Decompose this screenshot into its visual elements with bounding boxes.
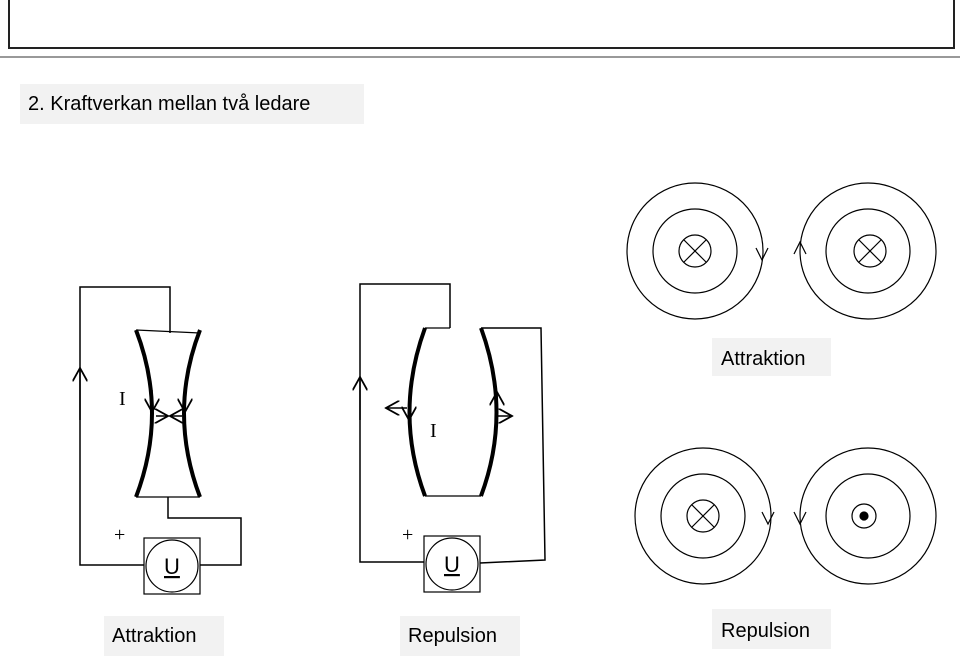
wire-return (479, 327, 546, 564)
current-out-of-page-icon (851, 503, 877, 529)
repulsion-circuit (359, 283, 546, 593)
wire-return (167, 497, 242, 566)
caption-bg (712, 338, 831, 376)
field-diagram-attraction (626, 182, 937, 320)
wire-loop (79, 286, 171, 566)
polarity-label: + (402, 524, 413, 546)
left-conductor (134, 329, 154, 498)
divider-line (0, 56, 960, 58)
current-into-page-icon (686, 499, 720, 533)
source-label: U (444, 552, 460, 577)
right-conductor (182, 329, 202, 498)
source-box (423, 535, 481, 593)
top-connector (135, 329, 201, 334)
source-circle (425, 537, 479, 591)
field-arrow-down-icon (755, 247, 769, 262)
source-label: U (164, 554, 180, 579)
field-diagram-repulsion (634, 447, 937, 585)
wire-loop (359, 283, 451, 563)
page-title: 2. Kraftverkan mellan två ledare (20, 84, 364, 124)
left-conductor (407, 327, 427, 497)
field-arrow-up-icon (793, 240, 807, 255)
right-conductor-field (793, 182, 937, 320)
current-label: I (119, 388, 126, 410)
attraction-circuit (79, 286, 242, 595)
source-circle (145, 539, 199, 593)
left-conductor-field (634, 447, 775, 585)
left-conductor-field (626, 182, 769, 320)
source-box (143, 537, 201, 595)
right-conductor (479, 327, 499, 497)
caption-attraction: Attraktion (104, 616, 224, 656)
current-into-page-icon (853, 234, 887, 268)
field-caption-top: Attraktion (721, 348, 805, 370)
right-conductor-field (793, 447, 937, 585)
top-bar (8, 0, 955, 49)
field-arrow-down-icon (793, 511, 807, 526)
current-label: I (430, 420, 437, 442)
field-arrow-down-icon (761, 511, 775, 526)
current-into-page-icon (678, 234, 712, 268)
field-caption-bottom: Repulsion (721, 620, 810, 642)
caption-bg (712, 609, 831, 649)
polarity-label: + (114, 524, 125, 546)
caption-repulsion: Repulsion (400, 616, 520, 656)
